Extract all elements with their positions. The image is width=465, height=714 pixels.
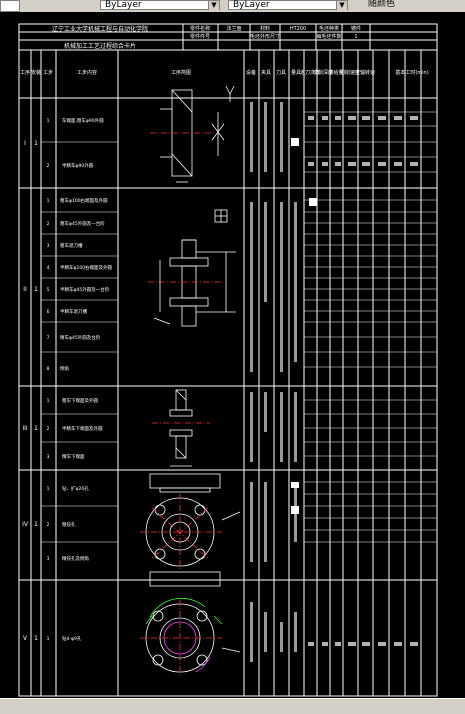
col-header: 刀具 — [276, 70, 286, 76]
step-text: 精铰孔及倒角 — [62, 555, 89, 562]
procedure-no: III — [22, 425, 28, 432]
column-headers: 工序 安装 工步 工步内容 工序简图 设备 夹具 刀具 量具 走刀次数 切削深度… — [20, 69, 429, 76]
step-text: 粗车下端面及外圆 — [62, 397, 98, 404]
step-no: 3 — [47, 243, 50, 249]
setup-no: 1 — [34, 286, 38, 293]
step-no: 1 — [47, 636, 50, 642]
plotstyle-value: 随颜色 — [368, 0, 396, 9]
col-header: 工步内容 — [77, 69, 97, 76]
col-header: 安装 — [31, 69, 41, 76]
step-no: 1 — [47, 398, 50, 404]
chevron-down-icon[interactable]: ▼ — [336, 1, 347, 10]
step-no: 2 — [47, 163, 50, 169]
step-no: 2 — [47, 426, 50, 432]
setup-no: 1 — [34, 425, 38, 432]
sheet-title-2: 机械加工工艺过程综合卡片 — [64, 42, 136, 50]
col-header: 工序 — [20, 69, 30, 76]
step-text: 钻4-φ9孔 — [62, 635, 82, 642]
step-no: 3 — [47, 556, 50, 562]
procedure-labels: I 1 II 1 III 1 IV 1 V 1 — [22, 140, 38, 642]
col-header: 切削深度 — [313, 69, 333, 76]
step-no: 6 — [47, 309, 50, 315]
header-cell: 法兰盘 — [226, 25, 241, 32]
header-cell: 零件件号 — [190, 33, 210, 40]
setup-no: 1 — [34, 521, 38, 528]
linetype-dropdown[interactable]: ByLayer ▼ — [100, 0, 220, 10]
status-bar — [0, 698, 465, 714]
step-no: 1 — [47, 198, 50, 204]
step-text: 半精车退刀槽 — [60, 308, 87, 315]
step-text: 粗车退刀槽 — [60, 242, 83, 249]
lineweight-value: ByLayer — [233, 0, 270, 10]
step-no: 1 — [47, 486, 50, 492]
header-cell: 材料 — [260, 25, 270, 32]
step-no: 2 — [47, 522, 50, 528]
step-text: 精车φ45外圆及台阶 — [60, 334, 101, 341]
sheet-title-1: 辽宁工业大学机械工程与自动化学院 — [52, 25, 148, 33]
plotstyle-dropdown[interactable]: 随颜色 — [358, 0, 440, 10]
setup-no: 1 — [34, 140, 38, 147]
procedure-no: I — [24, 140, 26, 147]
step-no: 4 — [47, 265, 50, 271]
procedure-no: II — [23, 286, 27, 293]
header-row-2: 零件件号 毛坯外形尺寸 每毛坯件数 1 — [190, 33, 358, 40]
step-no: 5 — [47, 287, 50, 293]
header-cell: 每毛坯件数 — [316, 33, 341, 40]
header-cell: 毛坯外形尺寸 — [250, 33, 280, 40]
step-text: 半精车φ90外圆 — [62, 162, 94, 169]
step-text: 半精车φ100右端面及外圆 — [60, 264, 113, 271]
header-row-1: 零件名称 法兰盘 材料 HT200 毛坯种类 铸件 — [190, 25, 361, 32]
header-cell: 铸件 — [351, 25, 361, 32]
drawing-sheet: 辽宁工业大学机械工程与自动化学院 机械加工工艺过程综合卡片 零件名称 法兰盘 材… — [18, 23, 438, 697]
col-header: 工序简图 — [171, 69, 191, 76]
chevron-down-icon[interactable]: ▼ — [208, 1, 219, 10]
procedure-no: IV — [22, 521, 29, 528]
sketch-procedure-5 — [140, 597, 241, 676]
filled-cells — [291, 138, 317, 514]
step-no: 7 — [47, 335, 50, 341]
step-text: 倒角 — [60, 365, 69, 372]
sketch-procedure-1 — [150, 85, 235, 183]
equipment-marks — [250, 102, 297, 662]
col-header: 设备 — [246, 69, 256, 76]
step-text: 车端面,粗车φ90外圆 — [62, 117, 104, 124]
col-header: 基本工时(min) — [395, 69, 428, 76]
lineweight-dropdown[interactable]: ByLayer ▼ — [228, 0, 348, 10]
step-no: 3 — [47, 454, 50, 460]
col-header: 走刀次数 — [300, 69, 320, 76]
step-no: 1 — [47, 118, 50, 124]
col-header: 量具 — [291, 69, 301, 76]
procedure-no: V — [23, 635, 28, 642]
setup-no: 1 — [34, 635, 38, 642]
step-text: 半精车φ45外圆及一台阶 — [60, 286, 110, 293]
step-text: 半精车下端面及外圆 — [62, 425, 103, 432]
linetype-value: ByLayer — [105, 0, 142, 10]
step-text: 粗车φ45外圆及一台阶 — [60, 220, 105, 227]
step-no: 2 — [47, 221, 50, 227]
header-cell: HT200 — [290, 26, 306, 32]
sketch-procedure-4 — [140, 473, 241, 587]
header-cell: 1 — [354, 34, 357, 40]
step-list: 1 车端面,粗车φ90外圆 2 半精车φ90外圆 1 粗车φ100右端面及外圆 … — [47, 117, 113, 642]
step-text: 粗车φ100右端面及外圆 — [60, 197, 108, 204]
properties-toolbar: ByLayer ▼ ByLayer ▼ 随颜色 — [0, 0, 465, 13]
layer-swatch[interactable] — [0, 0, 20, 12]
step-text: 精车下端面 — [62, 453, 85, 460]
sketch-procedure-3 — [152, 389, 210, 467]
cut-parameter-marks — [308, 116, 418, 646]
header-cell: 零件名称 — [190, 25, 210, 32]
step-text: 钻、扩φ20孔 — [62, 485, 89, 492]
header-cell: 毛坯种类 — [319, 25, 339, 32]
col-header: 进给量 — [328, 69, 343, 76]
col-header: 夹具 — [261, 69, 271, 76]
step-no: 8 — [47, 366, 50, 372]
step-text: 粗铰孔 — [62, 521, 76, 528]
sketch-procedure-2 — [148, 209, 236, 327]
col-header: 切削速度 — [340, 69, 360, 76]
col-header: 工步 — [43, 70, 53, 76]
drawing-canvas[interactable]: 辽宁工业大学机械工程与自动化学院 机械加工工艺过程综合卡片 零件名称 法兰盘 材… — [0, 12, 465, 698]
col-header: 主轴转速 — [355, 69, 375, 76]
